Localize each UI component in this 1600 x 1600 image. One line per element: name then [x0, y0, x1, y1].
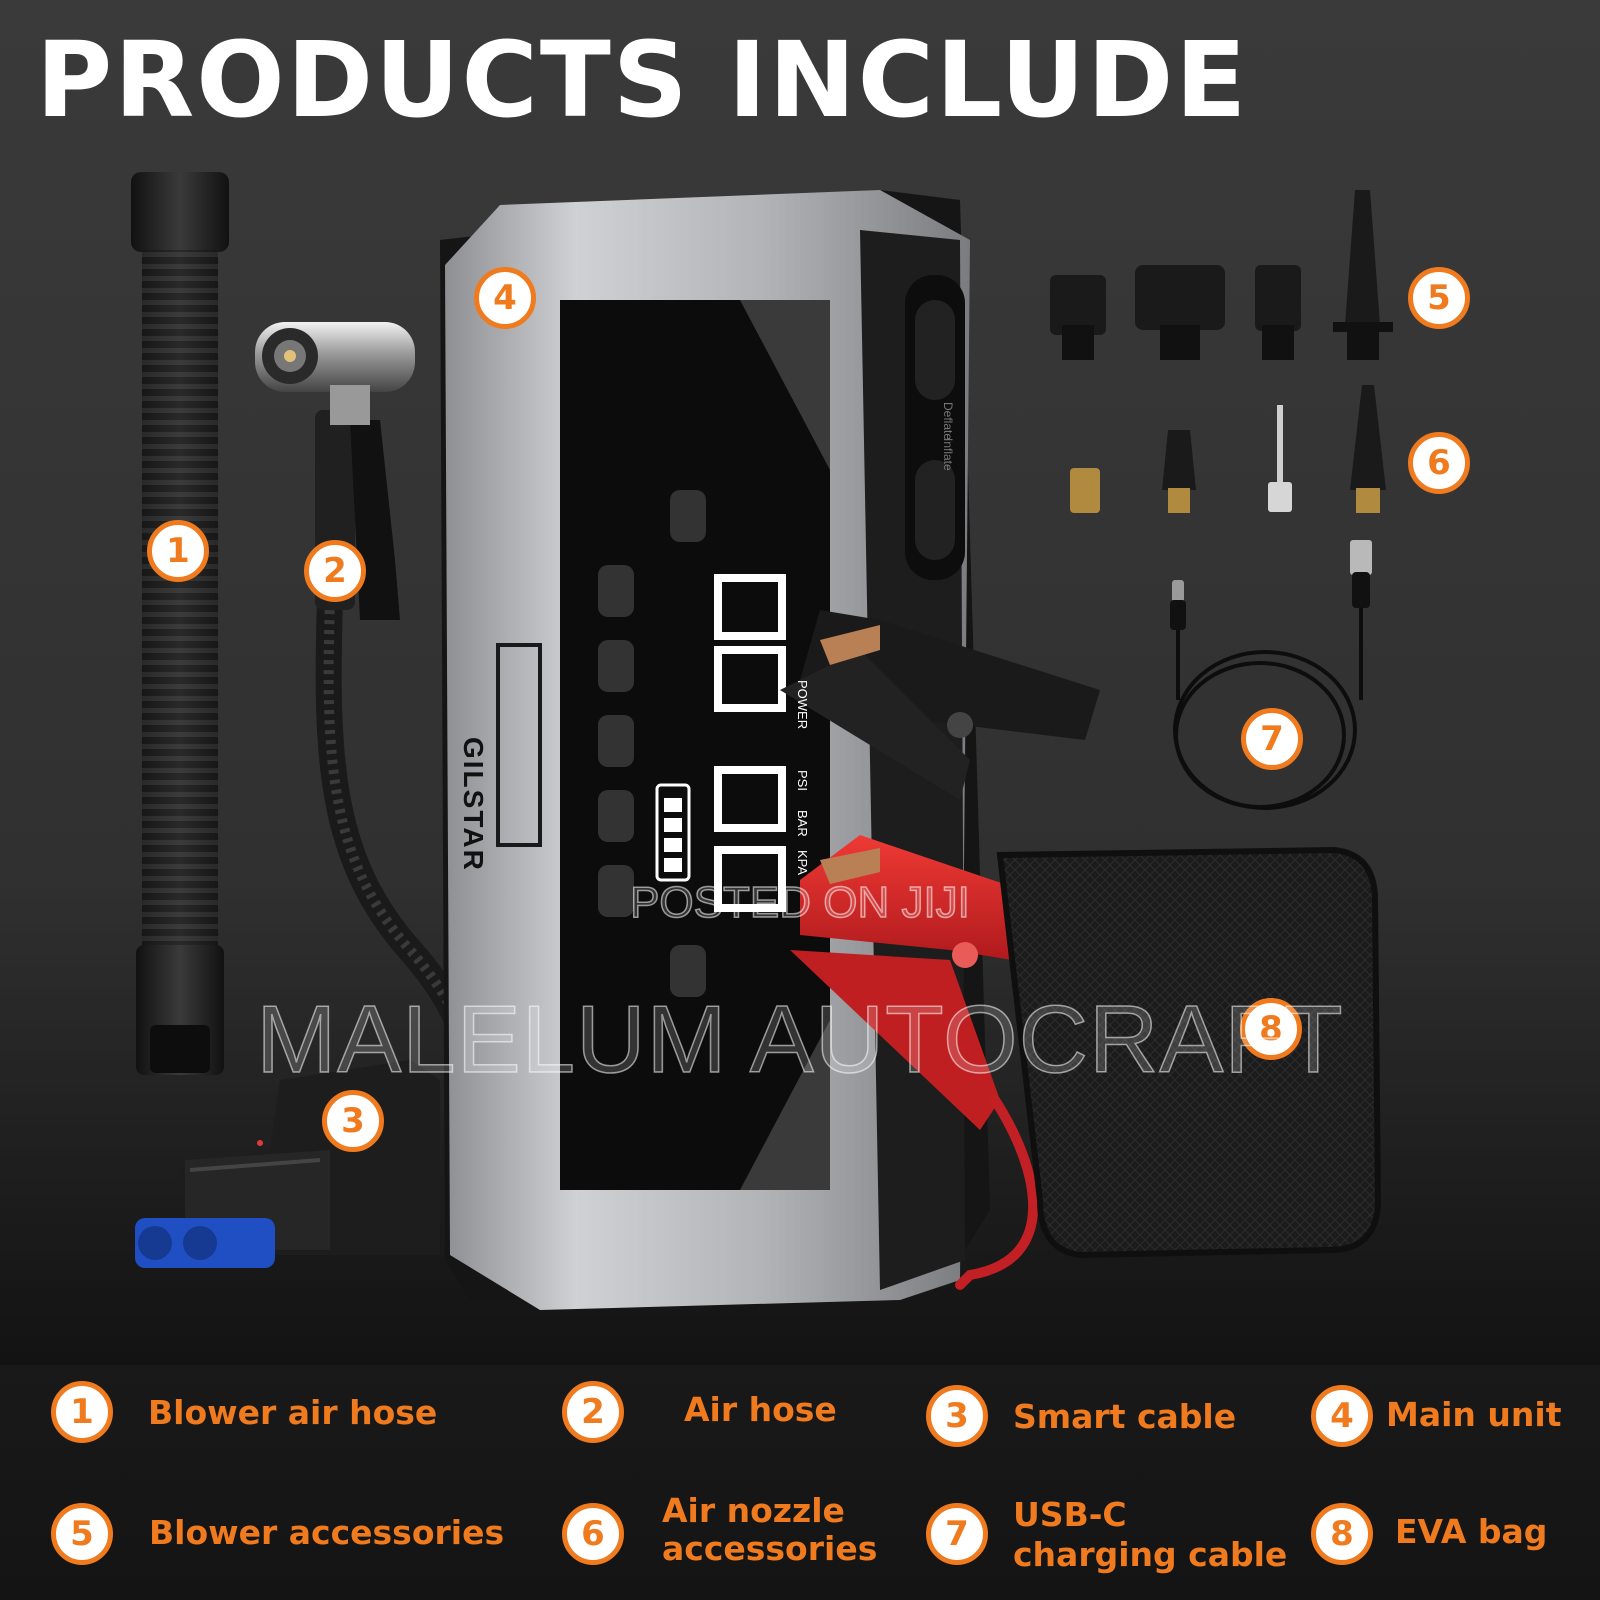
- legend-number-7: 7: [926, 1503, 988, 1565]
- port-label-deflate: Deflate: [941, 402, 955, 441]
- callout-badge-7: 7: [1241, 708, 1303, 770]
- legend-number-2: 2: [562, 1381, 624, 1443]
- legend-label-6-line-1: Air nozzle: [662, 1491, 845, 1530]
- legend-label-1: Blower air hose: [148, 1393, 438, 1432]
- air-nozzle-accessories-icon: [1070, 385, 1386, 513]
- legend-label-4: Main unit: [1386, 1395, 1562, 1434]
- callout-badge-1: 1: [147, 520, 209, 582]
- unit-label-kpa: KPA: [795, 850, 810, 876]
- watermark-line-1: POSTED ON JIJI: [629, 877, 970, 928]
- usb-c-charging-cable-icon: [1170, 540, 1372, 810]
- callout-badge-6: 6: [1408, 432, 1470, 494]
- legend-label-7-line-2: charging cable: [1013, 1535, 1288, 1574]
- unit-label-psi: PSI: [795, 770, 810, 791]
- legend-number-4: 4: [1311, 1385, 1373, 1447]
- page-title: PRODUCTS INCLUDE: [36, 19, 1249, 141]
- callout-badge-5: 5: [1408, 267, 1470, 329]
- legend-label-6-line-2: accessories: [662, 1529, 878, 1568]
- legend-number-3: 3: [926, 1385, 988, 1447]
- blower-air-hose-icon: [131, 172, 229, 1075]
- unit-label-power: POWER: [795, 680, 810, 730]
- port-label-inflate: Inflate: [941, 438, 955, 471]
- legend-number-1: 1: [51, 1381, 113, 1443]
- callout-badge-4: 4: [474, 267, 536, 329]
- legend-label-5: Blower accessories: [149, 1513, 505, 1552]
- legend-label-2: Air hose: [684, 1390, 837, 1429]
- unit-label-bar: BAR: [795, 810, 810, 837]
- legend-number-8: 8: [1311, 1503, 1373, 1565]
- air-hose-chuck-icon: [255, 322, 483, 1083]
- legend-number-6: 6: [562, 1503, 624, 1565]
- eva-bag-icon: [996, 846, 1382, 1259]
- legend-label-7-line-1: USB-C: [1013, 1495, 1127, 1534]
- legend-number-5: 5: [51, 1503, 113, 1565]
- legend-label-8: EVA bag: [1395, 1512, 1548, 1551]
- callout-badge-2: 2: [304, 540, 366, 602]
- callout-badge-8: 8: [1240, 998, 1302, 1060]
- legend-label-3: Smart cable: [1013, 1397, 1237, 1436]
- watermark-line-2: MALELUM AUTOCRAFT: [256, 985, 1344, 1094]
- black-clamp-icon: [780, 610, 1100, 800]
- blower-accessories-icon: [1050, 190, 1393, 360]
- callout-badge-3: 3: [322, 1090, 384, 1152]
